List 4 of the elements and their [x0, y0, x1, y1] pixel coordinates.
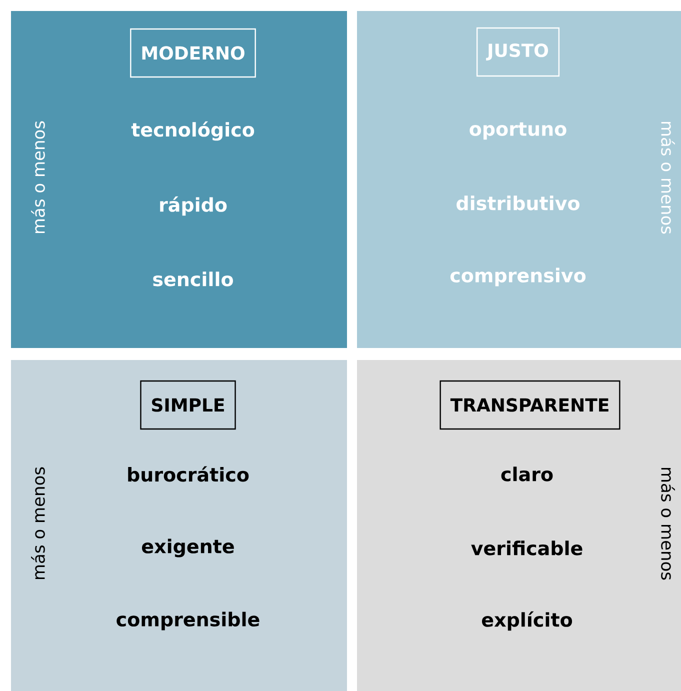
- heading-box: MODERNO: [130, 28, 256, 78]
- heading-box: TRANSPARENTE: [440, 380, 620, 430]
- heading-box: JUSTO: [476, 27, 560, 77]
- heading-box: SIMPLE: [140, 380, 236, 430]
